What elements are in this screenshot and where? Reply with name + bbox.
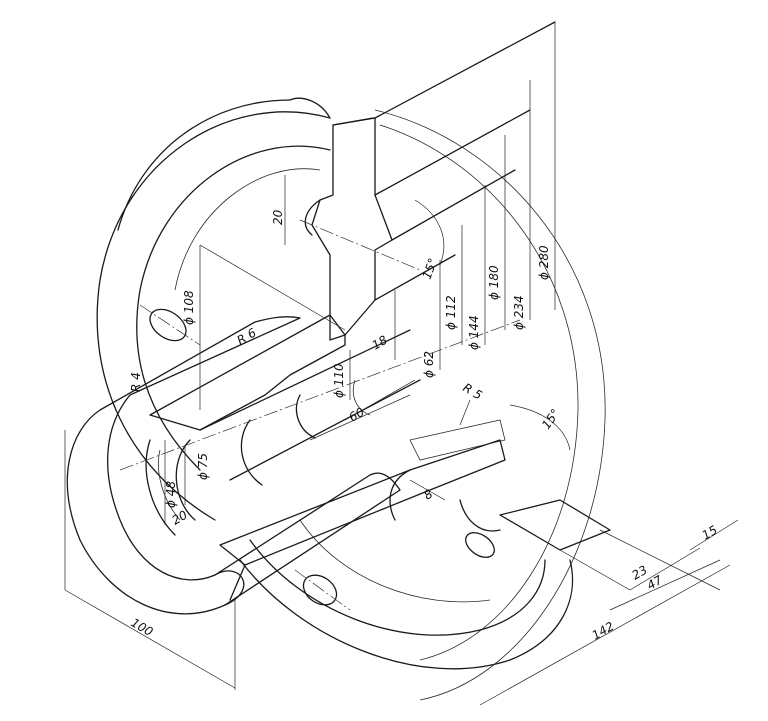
dimension-lines (64, 22, 739, 706)
dim-280: ϕ 280 (537, 245, 551, 280)
inner-cylinder (119, 219, 521, 521)
dim-18: 18 (370, 333, 391, 353)
dim-75: ϕ 75 (196, 453, 210, 480)
dim-23: 23 (630, 563, 650, 583)
dim-20-top: 20 (271, 209, 285, 225)
dim-47: 47 (645, 573, 666, 593)
dim-15: 15 (700, 523, 720, 543)
dim-r4: R 4 (129, 372, 143, 392)
dim-r6: R 6 (235, 325, 259, 347)
dim-234: ϕ 234 (512, 295, 526, 330)
front-bore (66, 316, 401, 615)
dim-48: ϕ 48 (164, 481, 178, 508)
outer-flange (96, 97, 606, 701)
dim-62: ϕ 62 (422, 351, 436, 378)
dim-15deg-right: 15° (539, 406, 563, 431)
dim-110: ϕ 110 (332, 363, 346, 398)
dim-112: ϕ 112 (444, 295, 458, 330)
dim-20-left: 20 (170, 508, 191, 528)
dim-142: 142 (590, 619, 617, 643)
top-section-slab (311, 21, 556, 341)
dim-r5: R 5 (461, 380, 485, 402)
bolt-holes (139, 304, 495, 611)
dim-100: 100 (129, 615, 156, 639)
dim-60: 60 (347, 405, 368, 425)
dimension-labels: ϕ 280 ϕ 234 ϕ 180 ϕ 144 ϕ 112 ϕ 62 ϕ 110… (129, 209, 720, 642)
dim-180: ϕ 180 (487, 265, 501, 300)
dim-108: ϕ 108 (182, 290, 196, 325)
dim-144: ϕ 144 (467, 315, 481, 350)
dim-15deg-top: 15° (420, 256, 440, 281)
